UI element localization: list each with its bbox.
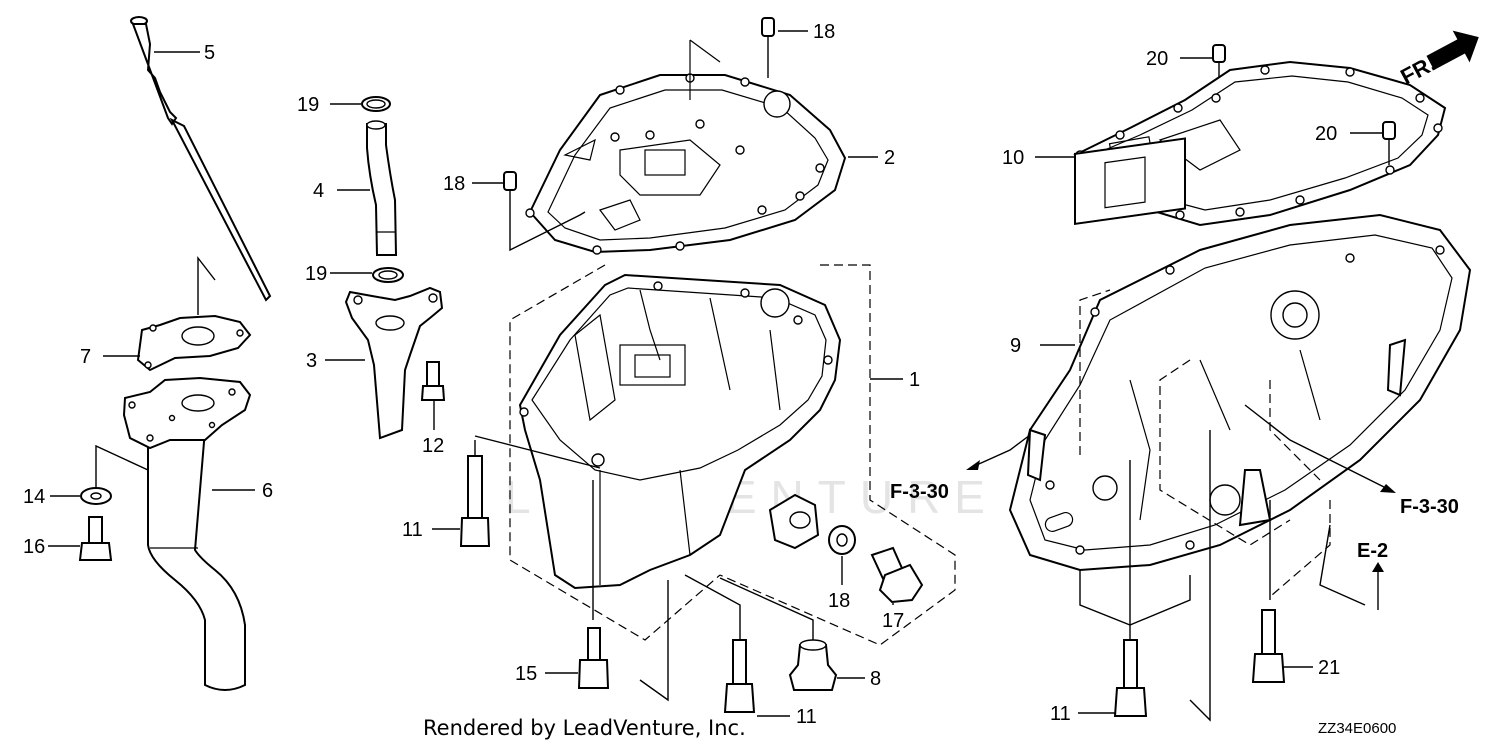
assembly-line-case [1079,289,1111,455]
reference-e-2[interactable]: E-2 [1357,540,1388,562]
dowel-18-top [761,17,775,78]
bolt-14-part [78,516,113,561]
callout-14[interactable]: 16 [23,536,45,558]
callout-3[interactable]: 3 [306,350,317,372]
leader-lines [48,30,1396,717]
plug-15-part [870,546,924,604]
oil-tube-part [122,376,252,691]
callout-13[interactable]: 15 [515,663,537,685]
callout-12[interactable]: 12 [422,435,444,457]
callout-11-left[interactable]: 11 [402,519,423,541]
bolt-13-part [577,627,610,689]
callout-20-top[interactable]: 20 [1146,48,1168,70]
pipe-4-part [361,96,404,283]
callout-21[interactable]: 21 [1318,657,1340,679]
callout-17[interactable]: 18 [828,590,850,612]
callout-18-top[interactable]: 18 [813,21,835,43]
callout-5[interactable]: 5 [204,42,215,64]
callout-11-right[interactable]: 11 [1050,703,1071,725]
dowel-20-top [1212,44,1226,78]
callout-6[interactable]: 6 [262,480,273,502]
callout-11-center[interactable]: 11 [796,706,817,728]
dowel-18-left [503,171,517,191]
callout-1[interactable]: 1 [909,369,920,391]
drawing-code: ZZ34E0600 [1318,720,1397,737]
gasket-7-part [136,255,252,372]
washer-16-part [80,487,112,505]
callout-19-bottom[interactable]: 19 [305,263,327,285]
reference-f-3-30-right[interactable]: F-3-30 [1400,496,1459,518]
reference-f-3-30-left[interactable]: F-3-30 [890,481,949,503]
grommet-8-part [788,639,838,691]
gasket-2-part [509,39,847,255]
callout-18-left[interactable]: 18 [443,173,465,195]
callout-19-top[interactable]: 19 [297,94,319,116]
callout-4[interactable]: 4 [313,180,324,202]
callout-9[interactable]: 9 [1010,335,1021,357]
oil-case-9-part [1008,137,1472,572]
strainer-3-part [344,286,446,440]
callout-2[interactable]: 2 [884,147,895,169]
assembly-line-pan-left [509,264,721,641]
callout-8[interactable]: 8 [870,668,881,690]
callout-16[interactable]: 14 [23,486,45,508]
oil-pan-1-part [518,273,842,590]
front-arrow: FR. [1396,30,1479,89]
callout-15[interactable]: 17 [882,610,904,632]
washer-17-part [828,525,856,555]
dowel-20-right [1382,121,1396,165]
callout-10[interactable]: 10 [1002,147,1024,169]
callout-20-right[interactable]: 20 [1315,123,1337,145]
assembly-line-pan-right [719,264,956,646]
callout-7[interactable]: 7 [80,346,91,368]
bolt-21-part [1251,609,1286,683]
bolt-11-left-part [459,455,491,547]
dipstick-part [130,16,272,302]
credit-text: Rendered by LeadVenture, Inc. [423,716,746,740]
bolt-11-right-part [1113,639,1148,717]
bolt-11-center-part [723,639,756,713]
